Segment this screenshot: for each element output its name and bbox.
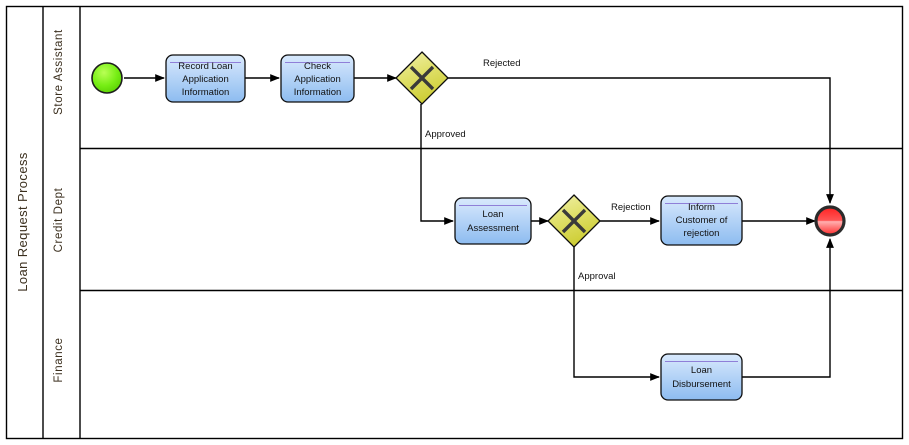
end-event-circle[interactable] (814, 205, 846, 237)
task-box[interactable] (454, 197, 532, 245)
task-box[interactable] (660, 353, 743, 401)
task-label-line-3: rejection (684, 228, 720, 239)
task-label-line-3: Information (294, 87, 342, 98)
gateway-application-check[interactable] (395, 51, 449, 105)
lane-label-credit-dept: Credit Dept (53, 187, 65, 252)
flow-approved-to-loan-assessment (420, 104, 454, 225)
task-label-line-2: Assessment (467, 223, 519, 234)
gateway-x-icon (409, 65, 435, 91)
gateway-assessment-decision[interactable] (547, 194, 601, 248)
lane-label-finance: Finance (53, 337, 65, 382)
task-label-line-3: Information (182, 87, 230, 98)
task-label-line-1: Check (304, 61, 331, 72)
task-label-line-1: Loan (482, 209, 503, 220)
flow-label-approved: Approved (425, 129, 466, 140)
flow-label-rejected: Rejected (483, 58, 521, 69)
task-label-line-1: Record Loan (178, 61, 232, 72)
task-label-line-2: Application (182, 74, 228, 85)
flow-approval-to-disbursement (573, 247, 660, 381)
pool-frame (5, 5, 904, 440)
task-inform-customer-of-rejection[interactable]: Inform Customer of rejection (660, 195, 743, 246)
lane-label-store-assistant: Store Assistant (53, 29, 65, 115)
task-check-application-information[interactable]: Check Application Information (280, 54, 355, 103)
flow-rejected-to-end (448, 77, 834, 204)
flow-disbursement-to-end (742, 238, 834, 378)
task-box[interactable] (165, 54, 246, 103)
task-label-line-2: Application (294, 74, 340, 85)
gateway-x-icon (561, 208, 587, 234)
task-label-line-1: Inform (688, 202, 715, 213)
task-label-line-2: Disbursement (672, 379, 731, 390)
task-loan-disbursement[interactable]: Loan Disbursement (660, 353, 743, 401)
task-label-line-1: Loan (691, 365, 712, 376)
task-record-loan-application-information[interactable]: Record Loan Application Information (165, 54, 246, 103)
start-event[interactable] (91, 62, 123, 94)
task-label-line-2: Customer of (676, 215, 728, 226)
flow-label-approval: Approval (578, 271, 616, 282)
task-box[interactable] (660, 195, 743, 246)
task-box[interactable] (280, 54, 355, 103)
end-event[interactable] (814, 205, 846, 237)
flow-label-rejection: Rejection (611, 202, 651, 213)
pool-label: Loan Request Process (15, 152, 30, 292)
task-loan-assessment[interactable]: Loan Assessment (454, 197, 532, 245)
